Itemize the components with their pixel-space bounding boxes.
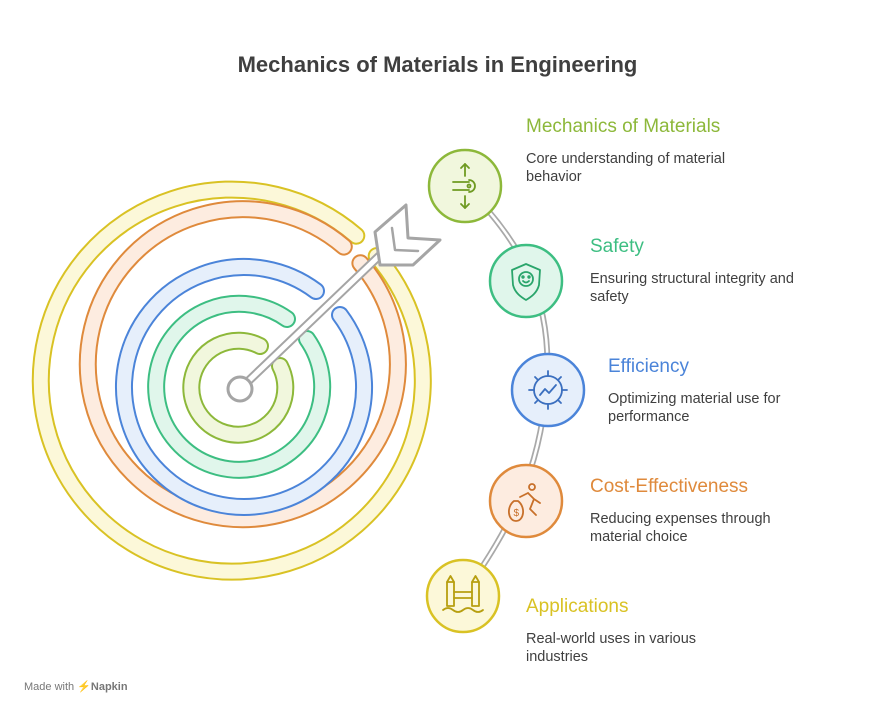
svg-text:$: $ (514, 508, 520, 519)
item-title-mechanics: Mechanics of Materials (526, 116, 721, 137)
item-desc-applications: Real-world uses in various industries (526, 631, 697, 665)
item-title-cost: Cost-Effectiveness (590, 476, 749, 497)
item-desc-cost: Reducing expenses through material choic… (590, 511, 771, 545)
icon-safety (488, 243, 564, 319)
item-title-safety: Safety (590, 236, 644, 257)
icon-mechanics (427, 148, 503, 224)
money-bag-runner-icon: $ (508, 483, 541, 522)
icon-efficiency (510, 352, 586, 428)
bullseye (226, 375, 254, 403)
shield-icon (511, 263, 541, 301)
icon-cost: $ (488, 463, 564, 539)
beam-deflection-icon (452, 163, 476, 209)
arrow-fletching (373, 203, 442, 267)
item-title-efficiency: Efficiency (608, 356, 689, 377)
item-desc-efficiency: Optimizing material use for performance (608, 391, 781, 425)
napkin-logo-icon: ⚡ (77, 681, 91, 693)
item-desc-safety: Ensuring structural integrity and safety (590, 271, 794, 305)
bridge-icon (442, 575, 484, 613)
gear-chart-icon (528, 370, 568, 410)
target-rings (31, 180, 432, 581)
item-title-applications: Applications (526, 596, 629, 617)
footer: Made with ⚡Napkin (24, 680, 128, 693)
page-title: Mechanics of Materials in Engineering (237, 52, 638, 77)
footer-prefix: Made with (24, 681, 75, 693)
footer-brand[interactable]: Napkin (90, 681, 128, 693)
icon-applications (425, 558, 501, 634)
arrow (226, 203, 442, 403)
item-desc-mechanics: Core understanding of material behavior (526, 151, 726, 185)
